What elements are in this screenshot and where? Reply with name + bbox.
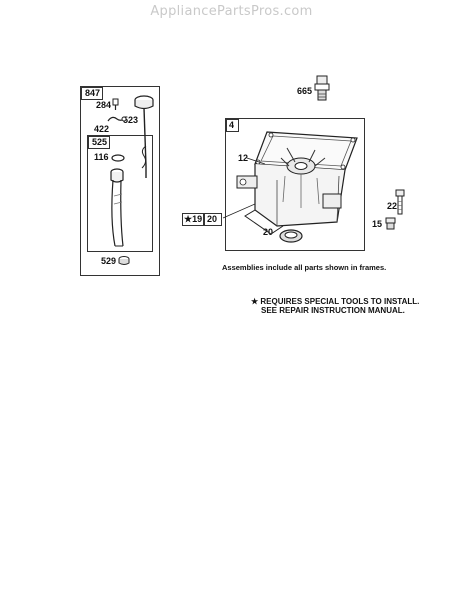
frame-dipstick-tube-assembly	[87, 135, 153, 252]
special-tools-note-line1: ★ REQUIRES SPECIAL TOOLS TO INSTALL.	[251, 297, 420, 306]
frame-label-4[interactable]: 4	[226, 119, 239, 132]
dipstick-523-icon	[134, 95, 154, 178]
part-callout-15[interactable]: 15	[372, 219, 383, 229]
site-watermark: AppliancePartsPros.com	[150, 4, 313, 19]
part-callout-665[interactable]: 665	[297, 86, 313, 96]
part-callout-116[interactable]: 116	[94, 152, 109, 162]
frame-dipstick-assembly	[80, 86, 160, 276]
grommet-529-icon	[118, 256, 130, 265]
breather-665-drawing	[314, 75, 330, 101]
fasteners-drawing	[385, 189, 405, 230]
frame-label-847[interactable]: 847	[81, 87, 103, 100]
part-callout-22[interactable]: 22	[387, 201, 398, 211]
callout-19-ref-20[interactable]: 20	[204, 213, 222, 226]
screw-284-icon	[112, 98, 119, 110]
crankcase-4-icon	[222, 131, 358, 235]
frame-label-525[interactable]: 525	[88, 136, 110, 149]
part-callout-523[interactable]: 523	[123, 115, 139, 125]
dipstick-tube-525-icon	[110, 168, 124, 247]
special-tools-note-line2: SEE REPAIR INSTRUCTION MANUAL.	[261, 306, 405, 315]
assemblies-note: Assemblies include all parts shown in fr…	[222, 263, 387, 272]
oil-seal-20-icon	[279, 229, 303, 243]
part-callout-422[interactable]: 422	[94, 124, 110, 134]
o-ring-116-icon	[111, 154, 125, 162]
part-callout-529[interactable]: 529	[101, 256, 117, 266]
part-callout-12[interactable]: 12	[238, 153, 249, 163]
callout-19-special-tool[interactable]: ★19	[182, 213, 204, 226]
dipstick-parts-drawing	[107, 95, 154, 265]
breather-665-icon	[314, 75, 330, 101]
clip-422-icon	[107, 116, 127, 122]
bolt-22-icon	[395, 189, 405, 215]
part-callout-284[interactable]: 284	[96, 100, 112, 110]
plug-15-icon	[385, 217, 396, 230]
frame-crankcase-assembly	[225, 118, 365, 251]
crankcase-drawing	[222, 131, 358, 243]
